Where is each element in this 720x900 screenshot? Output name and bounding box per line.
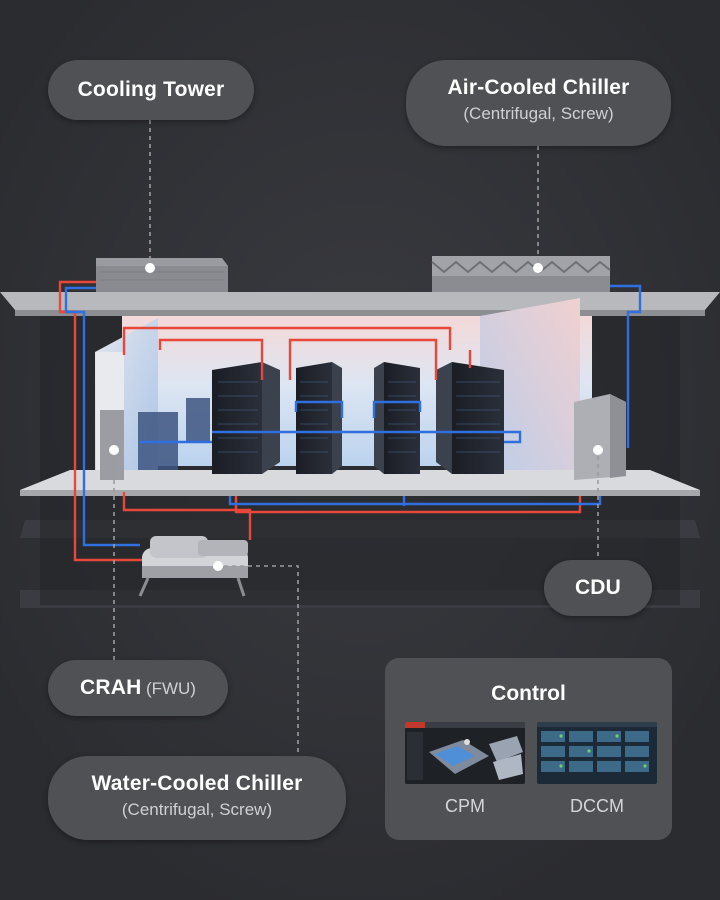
crah-label: CRAH (FWU): [48, 660, 228, 716]
cpm-screen-icon: [405, 722, 525, 784]
crah-unit: [100, 410, 124, 480]
cooling-tower-label: Cooling Tower: [48, 60, 254, 120]
water-cooled-chiller-label: Water-Cooled Chiller (Centrifugal, Screw…: [48, 756, 346, 840]
water-cooled-chiller-title: Water-Cooled Chiller: [91, 772, 303, 795]
crah-subtitle: (FWU): [145, 679, 196, 698]
air-cooled-chiller-title: Air-Cooled Chiller: [447, 76, 630, 99]
cpm-label: CPM: [445, 796, 485, 816]
cooling-tower-unit: [96, 258, 228, 292]
air-cooled-chiller-unit: [431, 256, 611, 292]
cooling-tower-title: Cooling Tower: [77, 78, 225, 101]
crah-title: CRAH: [80, 676, 142, 699]
server-racks: [212, 362, 504, 474]
cdu-title: CDU: [574, 576, 622, 599]
dccm-screen-icon: [537, 722, 657, 784]
water-cooled-chiller-unit: [138, 536, 248, 597]
cdu-label: CDU: [544, 560, 652, 616]
control-panel: Control CPM DCCM: [385, 658, 672, 840]
roof-slab: [0, 292, 720, 310]
water-cooled-chiller-subtitle: (Centrifugal, Screw): [121, 800, 273, 819]
leader-lines: [113, 120, 599, 756]
air-cooled-chiller-subtitle: (Centrifugal, Screw): [463, 104, 614, 123]
air-cooled-chiller-label: Air-Cooled Chiller (Centrifugal, Screw): [406, 60, 671, 146]
cdu-unit: [574, 394, 626, 480]
control-title: Control: [491, 682, 566, 705]
dccm-label: DCCM: [570, 796, 624, 816]
cold-water-pipes: [64, 284, 642, 547]
